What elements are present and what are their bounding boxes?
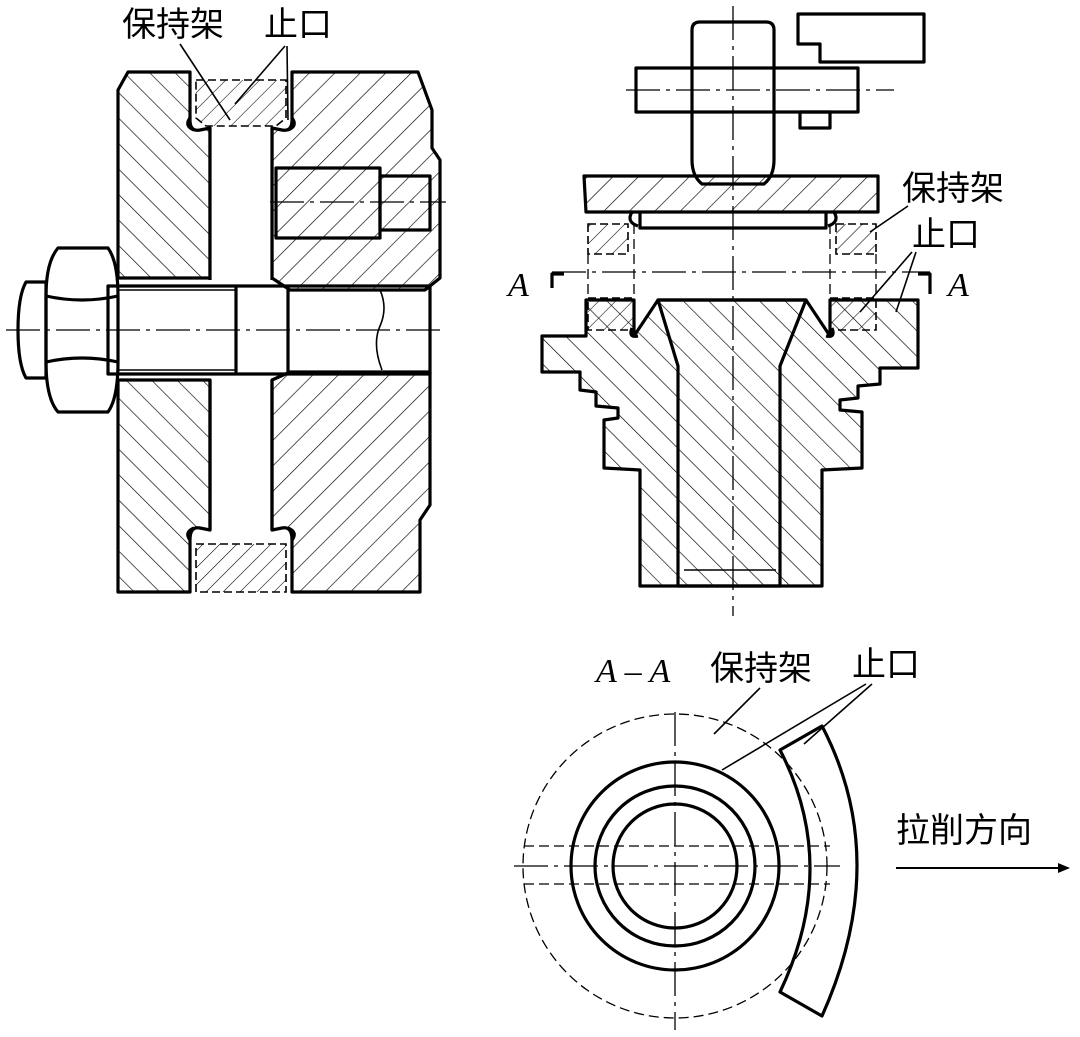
bolt-end [16,280,48,380]
label-section-a-left: A [506,267,529,304]
cage-ring-upper-right [835,223,877,255]
right-body-lower [270,370,432,594]
label-cage-right: 保持架 [902,169,1004,209]
left-section-view [6,70,446,594]
cage-ring-upper-left [587,223,629,255]
label-section-title: A – A [594,653,671,690]
label-stop-bottom: 止口 [852,645,920,685]
label-cage-left: 保持架 [122,5,224,45]
section-a-a-view [514,712,1070,1030]
label-section-a-right: A [946,267,969,304]
fixture-base [540,298,920,588]
label-stop-left: 止口 [264,5,332,45]
right-section-view [540,6,932,616]
upper-plate [582,174,880,214]
label-stop-right: 止口 [912,215,980,255]
cage-top [195,79,287,127]
stop-arc [778,724,859,1018]
label-broach-direction: 拉削方向 [896,811,1032,851]
cage-bottom [195,543,287,593]
label-cage-bottom: 保持架 [710,649,812,689]
right-body [270,70,442,292]
